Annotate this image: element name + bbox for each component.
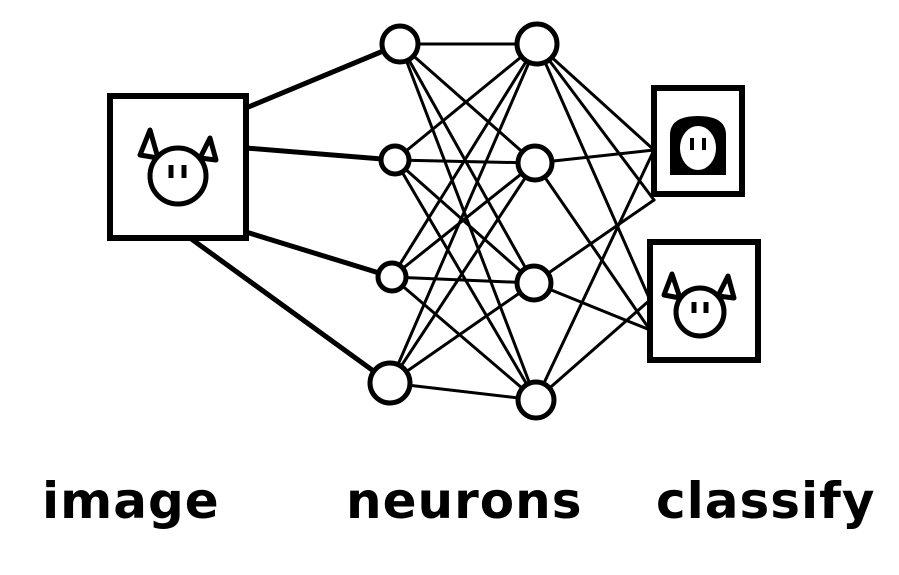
- neuron: [514, 263, 554, 303]
- person-face-icon: [670, 116, 726, 175]
- neurons-label: neurons: [346, 472, 583, 530]
- connection-line: [388, 281, 536, 385]
- connection-line: [243, 229, 395, 280]
- connection-line: [535, 42, 656, 202]
- connection-line: [390, 42, 539, 279]
- neuron: [515, 379, 557, 421]
- neuron: [378, 143, 412, 177]
- connection-line: [187, 235, 393, 386]
- connection-line: [398, 42, 537, 165]
- neuron: [367, 360, 413, 406]
- connection-line: [398, 42, 536, 285]
- hidden-layer-1: [367, 23, 421, 406]
- connection-line: [390, 275, 538, 402]
- output-label: classify: [656, 472, 876, 530]
- connection-line: [390, 161, 537, 279]
- connection-line: [532, 281, 652, 332]
- connection-line: [535, 42, 652, 302]
- connection-line: [533, 148, 656, 165]
- output-box-cat: [647, 239, 761, 363]
- connection-line: [532, 198, 656, 285]
- connection-line: [243, 145, 398, 163]
- hidden-layer-2: [514, 21, 560, 421]
- neuron: [379, 23, 421, 65]
- connection-line: [534, 148, 656, 402]
- connection-lines: [187, 41, 656, 402]
- input-image-box: [107, 93, 249, 241]
- neuron: [514, 21, 560, 67]
- connection-line: [534, 298, 652, 402]
- connection-line: [388, 161, 537, 385]
- connection-line: [388, 42, 539, 385]
- connection-line: [533, 161, 652, 332]
- connection-line: [393, 42, 539, 162]
- connection-line: [390, 275, 536, 285]
- neuron: [375, 260, 409, 294]
- cat-face-icon: [137, 127, 219, 207]
- cat-face-icon: [661, 271, 737, 339]
- connection-line: [388, 381, 538, 402]
- connection-line: [393, 158, 536, 285]
- input-label: image: [42, 472, 220, 530]
- connection-line: [535, 42, 656, 152]
- connection-line: [398, 42, 538, 402]
- output-box-person: [651, 85, 745, 197]
- connection-line: [243, 41, 403, 111]
- neuron: [515, 143, 555, 183]
